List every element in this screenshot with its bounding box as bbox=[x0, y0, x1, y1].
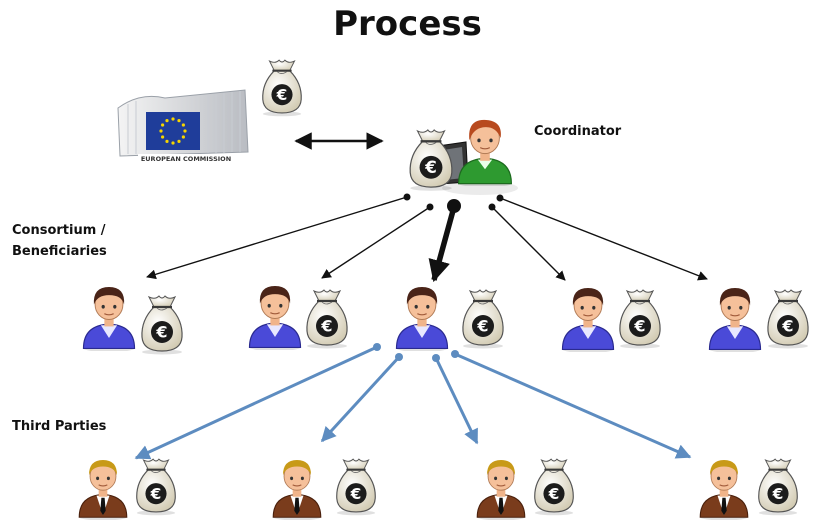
third-party-person-icon bbox=[272, 459, 322, 520]
money-bag-icon bbox=[135, 457, 177, 517]
money-bag-icon bbox=[305, 288, 349, 350]
third-parties-row bbox=[78, 457, 799, 520]
coordinator-to-beneficiaries-arrows bbox=[146, 193, 708, 283]
beneficiary-person-icon bbox=[561, 287, 615, 352]
money-bag-icon bbox=[766, 288, 810, 350]
eu-star bbox=[161, 123, 165, 127]
money-bag-icon bbox=[533, 457, 575, 517]
eu-star bbox=[177, 119, 181, 123]
beneficiary-person-icon bbox=[82, 286, 136, 351]
coordinator-label: Coordinator bbox=[534, 124, 622, 139]
third-party-person-icon bbox=[78, 459, 128, 520]
third-party-person-icon bbox=[476, 459, 526, 520]
money-bag-icon bbox=[261, 58, 303, 118]
eu-star bbox=[171, 117, 175, 121]
eu-star bbox=[161, 135, 165, 139]
european-commission-text: EUROPEAN COMMISSION bbox=[141, 155, 231, 163]
third-parties-label: Third Parties bbox=[12, 419, 107, 434]
consortium-label-line2: Beneficiaries bbox=[12, 244, 107, 259]
beneficiaries-row bbox=[82, 285, 810, 356]
eu-star bbox=[181, 123, 185, 127]
consortium-label-line1: Consortium / bbox=[12, 223, 106, 238]
eu-flag-stars bbox=[159, 117, 187, 145]
eu-star bbox=[165, 119, 169, 123]
money-bag-icon bbox=[140, 294, 184, 356]
third-party-person-icon bbox=[699, 459, 749, 520]
money-bag-icon bbox=[757, 457, 799, 517]
beneficiary-person-icon bbox=[395, 286, 449, 351]
page-title: Process bbox=[333, 4, 482, 44]
eu-star bbox=[181, 135, 185, 139]
eu-star bbox=[171, 141, 175, 145]
european-commission-logo: EUROPEAN COMMISSION bbox=[117, 89, 249, 163]
coordinator-node bbox=[408, 119, 518, 195]
beneficiary-person-icon bbox=[708, 287, 762, 352]
eu-star bbox=[177, 139, 181, 143]
beneficiary-to-third-parties-arrows bbox=[134, 343, 692, 460]
eu-star bbox=[183, 129, 187, 133]
beneficiary-person-icon bbox=[248, 285, 302, 350]
eu-star bbox=[159, 129, 163, 133]
money-bag-icon bbox=[618, 288, 662, 350]
money-bag-icon bbox=[461, 288, 505, 350]
coordinator-money-bag-icon bbox=[408, 128, 454, 193]
money-bag-icon bbox=[335, 457, 377, 517]
eu-star bbox=[165, 139, 169, 143]
